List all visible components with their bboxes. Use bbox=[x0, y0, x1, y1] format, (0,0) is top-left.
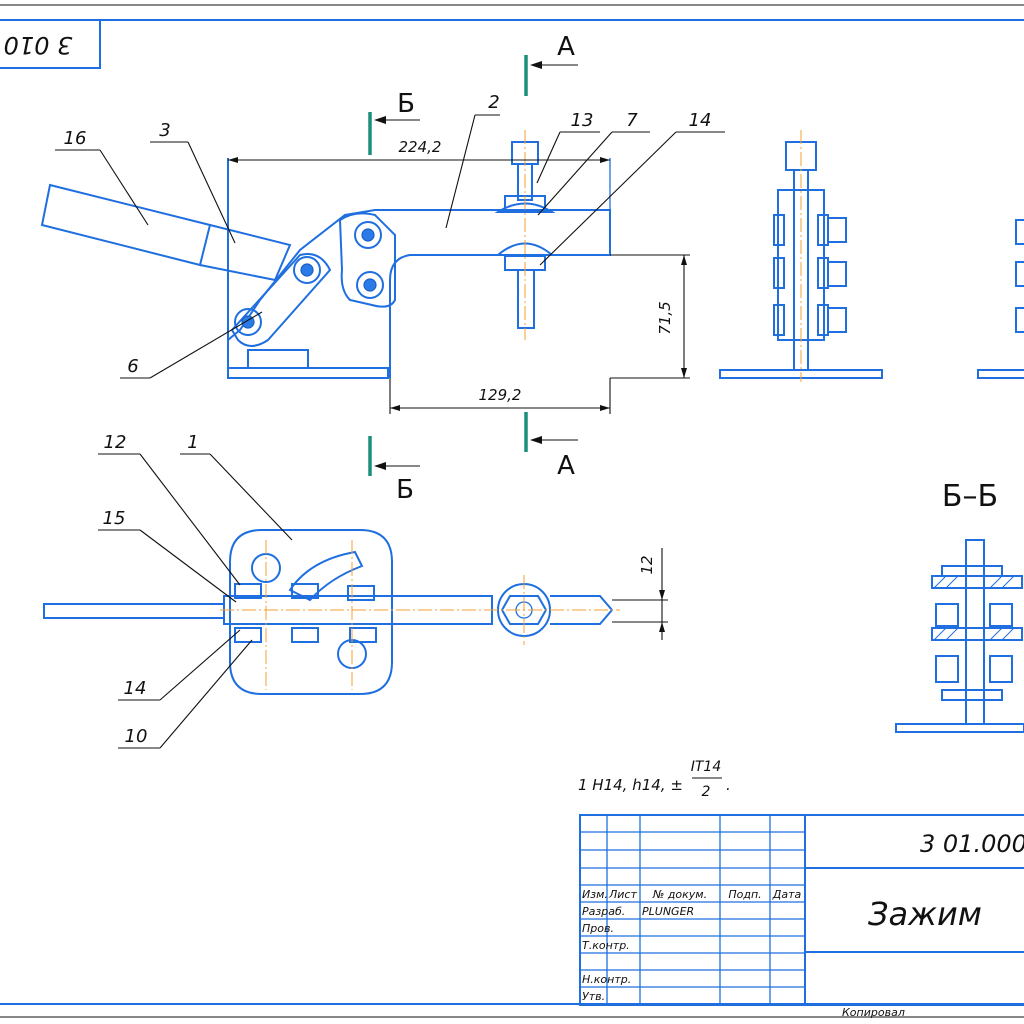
part-6: 6 bbox=[127, 356, 138, 377]
partial-side-view bbox=[977, 219, 1024, 379]
stamp-text: 3 010 bbox=[4, 31, 73, 59]
part-11: 12 bbox=[104, 432, 127, 453]
row-razrab: Разраб. bbox=[582, 905, 625, 918]
side-link bbox=[338, 212, 396, 308]
tolerance-den: 2 bbox=[702, 784, 711, 800]
part-7: 7 bbox=[626, 110, 638, 131]
top-view bbox=[43, 529, 620, 695]
front-view bbox=[40, 130, 611, 379]
pivot-bolts bbox=[234, 221, 384, 336]
handle-lever bbox=[199, 224, 292, 282]
part-10: 10 bbox=[125, 726, 148, 747]
tolerance-text: 1 H14, h14, ± bbox=[578, 776, 683, 794]
designation: 3 01.000. bbox=[920, 830, 1024, 858]
base-block bbox=[247, 349, 309, 369]
dim-overall: 224,2 bbox=[399, 138, 442, 156]
dim-gap: 12 bbox=[638, 555, 656, 574]
part-15: 15 bbox=[103, 508, 126, 529]
mark-b-top: Б bbox=[397, 89, 415, 119]
top-view-leaders: 12 1 15 14 10 bbox=[98, 432, 293, 749]
section-bb: Б–Б bbox=[895, 479, 1024, 733]
clamp-body bbox=[227, 158, 611, 378]
part-13: 14 bbox=[689, 110, 712, 131]
dim-height: 71,5 bbox=[656, 301, 674, 334]
col-doc: № докум. bbox=[652, 888, 707, 901]
section-bb-title: Б–Б bbox=[942, 479, 998, 514]
col-list: Лист bbox=[608, 888, 637, 901]
part-12: 13 bbox=[571, 110, 594, 131]
col-izm: Изм. bbox=[582, 888, 608, 901]
mark-b-bottom: Б bbox=[396, 475, 414, 505]
col-date: Дата bbox=[772, 888, 802, 901]
side-view bbox=[719, 130, 883, 382]
link-arm bbox=[230, 253, 332, 347]
tolerance-note: 1 H14, h14, ± IT14 2 . bbox=[578, 759, 731, 800]
front-dimensions: 224,2 129,2 71,5 bbox=[228, 138, 690, 414]
part-1: 1 bbox=[187, 432, 198, 453]
part-16: 16 bbox=[64, 128, 87, 149]
part-leaders: 16 3 2 13 7 14 6 bbox=[55, 92, 725, 379]
title-block: Изм. Лист № докум. Подп. Дата Разраб. PL… bbox=[579, 814, 1024, 1006]
col-sign: Подп. bbox=[728, 888, 761, 901]
row-prov: Пров. bbox=[582, 922, 614, 935]
tolerance-tail: . bbox=[726, 776, 731, 794]
tolerance-num: IT14 bbox=[691, 759, 722, 775]
copied-label: Копировал bbox=[842, 1006, 905, 1019]
mark-a-top: А bbox=[557, 32, 575, 62]
top-dimension: 12 bbox=[612, 548, 668, 640]
row-utv: Утв. bbox=[582, 990, 605, 1003]
mark-a-bottom: А bbox=[557, 451, 575, 481]
part-2: 2 bbox=[488, 92, 499, 113]
handle-grip bbox=[40, 183, 212, 267]
section-cuts: А А Б Б bbox=[368, 32, 578, 505]
author-name: PLUNGER bbox=[642, 905, 694, 918]
rotated-stamp: 3 010 bbox=[0, 19, 101, 69]
part-3: 3 bbox=[159, 120, 170, 141]
spindle bbox=[494, 130, 556, 340]
row-tkontr: Т.контр. bbox=[582, 939, 630, 952]
base-plate bbox=[227, 367, 389, 379]
row-nkontr: Н.контр. bbox=[582, 973, 631, 986]
drawing-name: Зажим bbox=[868, 895, 982, 933]
dim-lower: 129,2 bbox=[479, 386, 522, 404]
part-14: 14 bbox=[124, 678, 147, 699]
